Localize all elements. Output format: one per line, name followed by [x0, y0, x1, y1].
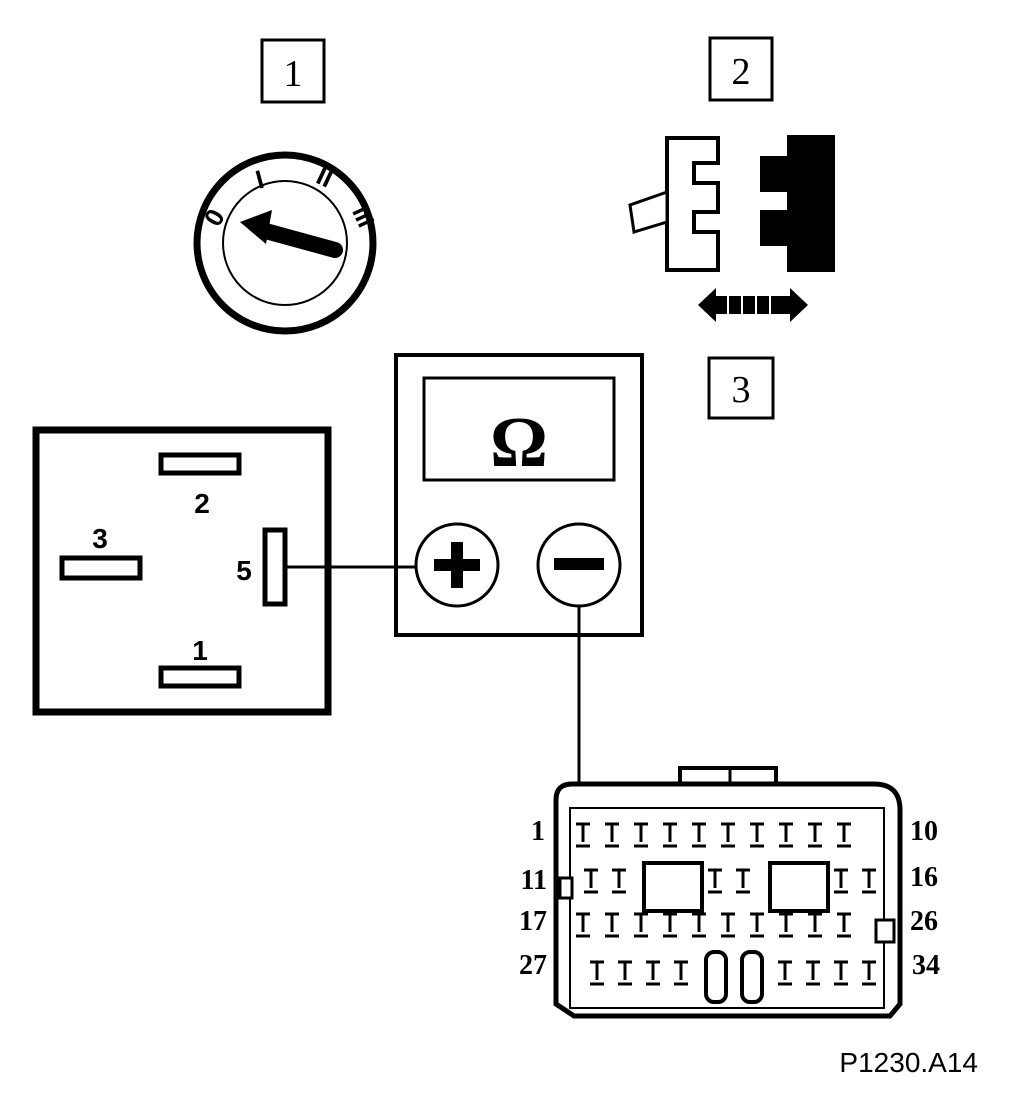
ecu-connector: 1 10 11 16 17 26 27 34 [519, 766, 940, 1019]
svg-text:1: 1 [192, 635, 208, 666]
connector-disconnect-icon [628, 135, 835, 322]
svg-text:2: 2 [194, 488, 210, 519]
ohm-symbol: Ω [490, 402, 548, 482]
relay-pin-1 [158, 665, 242, 689]
step-2-label: 2 [708, 36, 774, 102]
ohmmeter: Ω [394, 353, 644, 637]
svg-text:5: 5 [236, 555, 252, 586]
figure-code: P1230.A14 [839, 1047, 978, 1078]
ecu-terminals [576, 822, 876, 986]
svg-text:26: 26 [910, 906, 938, 937]
ohmmeter-display [422, 376, 616, 482]
relay-pin-2 [158, 452, 242, 476]
svg-text:11: 11 [521, 865, 547, 896]
relay-socket: 2 3 5 1 [32, 426, 332, 716]
svg-text:17: 17 [519, 906, 547, 937]
svg-text:34: 34 [912, 950, 940, 981]
svg-text:1: 1 [531, 816, 545, 847]
svg-text:2: 2 [732, 51, 751, 93]
svg-text:27: 27 [519, 950, 547, 981]
svg-text:3: 3 [732, 369, 751, 411]
step-3-label: 3 [707, 356, 775, 420]
relay-pin-5 [262, 527, 288, 607]
step-1-label: 1 [260, 38, 326, 104]
ignition-switch-icon: 0 I II III [193, 151, 379, 335]
svg-text:16: 16 [910, 862, 938, 893]
relay-pin-3 [59, 555, 143, 581]
svg-text:10: 10 [910, 816, 938, 847]
svg-text:3: 3 [92, 523, 108, 554]
svg-text:1: 1 [284, 53, 303, 95]
